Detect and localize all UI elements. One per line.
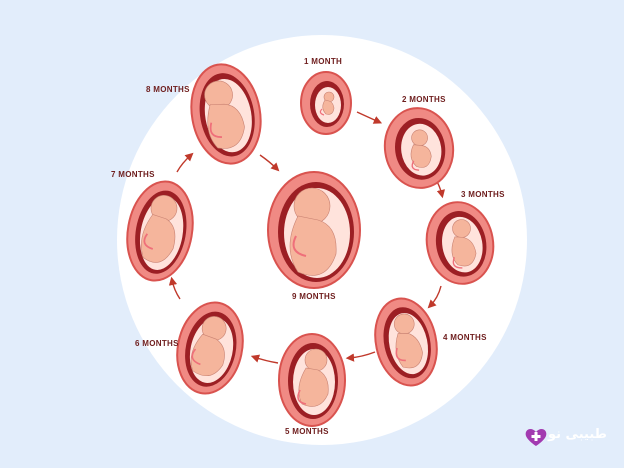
stage-7-months (126, 180, 194, 282)
label-3-months: 3 MONTHS (461, 190, 505, 199)
label-6-months: 6 MONTHS (135, 339, 179, 348)
arrow-1-to-2 (356, 111, 383, 124)
stage-1-month (300, 71, 352, 135)
label-4-months: 4 MONTHS (443, 333, 487, 342)
fetus-4-months (393, 313, 423, 369)
fetus-5-months (297, 348, 329, 407)
fetus-8-months (204, 80, 245, 149)
fetus-1-month (319, 91, 335, 116)
stage-2-months (383, 107, 455, 189)
logo-text: طبیبی نو (548, 427, 607, 442)
label-5-months: 5 MONTHS (285, 427, 329, 436)
label-1-month: 1 MONTH (304, 57, 343, 66)
stage-5-months (278, 333, 346, 427)
stage-8-months (190, 63, 262, 165)
label-9-months: 9 MONTHS (292, 292, 336, 301)
fetus-9-months (289, 187, 337, 276)
label-7-months: 7 MONTHS (111, 170, 155, 179)
cycle-arrows (168, 111, 446, 364)
stage-9-months (267, 171, 361, 289)
brand-logo: طبیبی نو (526, 427, 607, 442)
label-8-months: 8 MONTHS (146, 85, 190, 94)
fetus-6-months (190, 316, 227, 377)
stage-6-months (176, 301, 244, 395)
fetus-3-months (451, 219, 477, 269)
arrow-8-to-9 (259, 154, 280, 172)
fetus-7-months (141, 195, 178, 263)
arrow-4-to-5 (345, 351, 376, 362)
label-2-months: 2 MONTHS (402, 95, 446, 104)
stage-4-months (374, 297, 438, 387)
arrow-7-to-8 (176, 152, 194, 173)
fetus-2-months (410, 129, 432, 171)
heart-plus-icon (525, 429, 547, 446)
arrow-6-to-7 (168, 276, 181, 300)
stage-3-months (425, 201, 495, 285)
arrow-3-to-4 (427, 285, 442, 309)
arrow-5-to-6 (250, 354, 279, 364)
